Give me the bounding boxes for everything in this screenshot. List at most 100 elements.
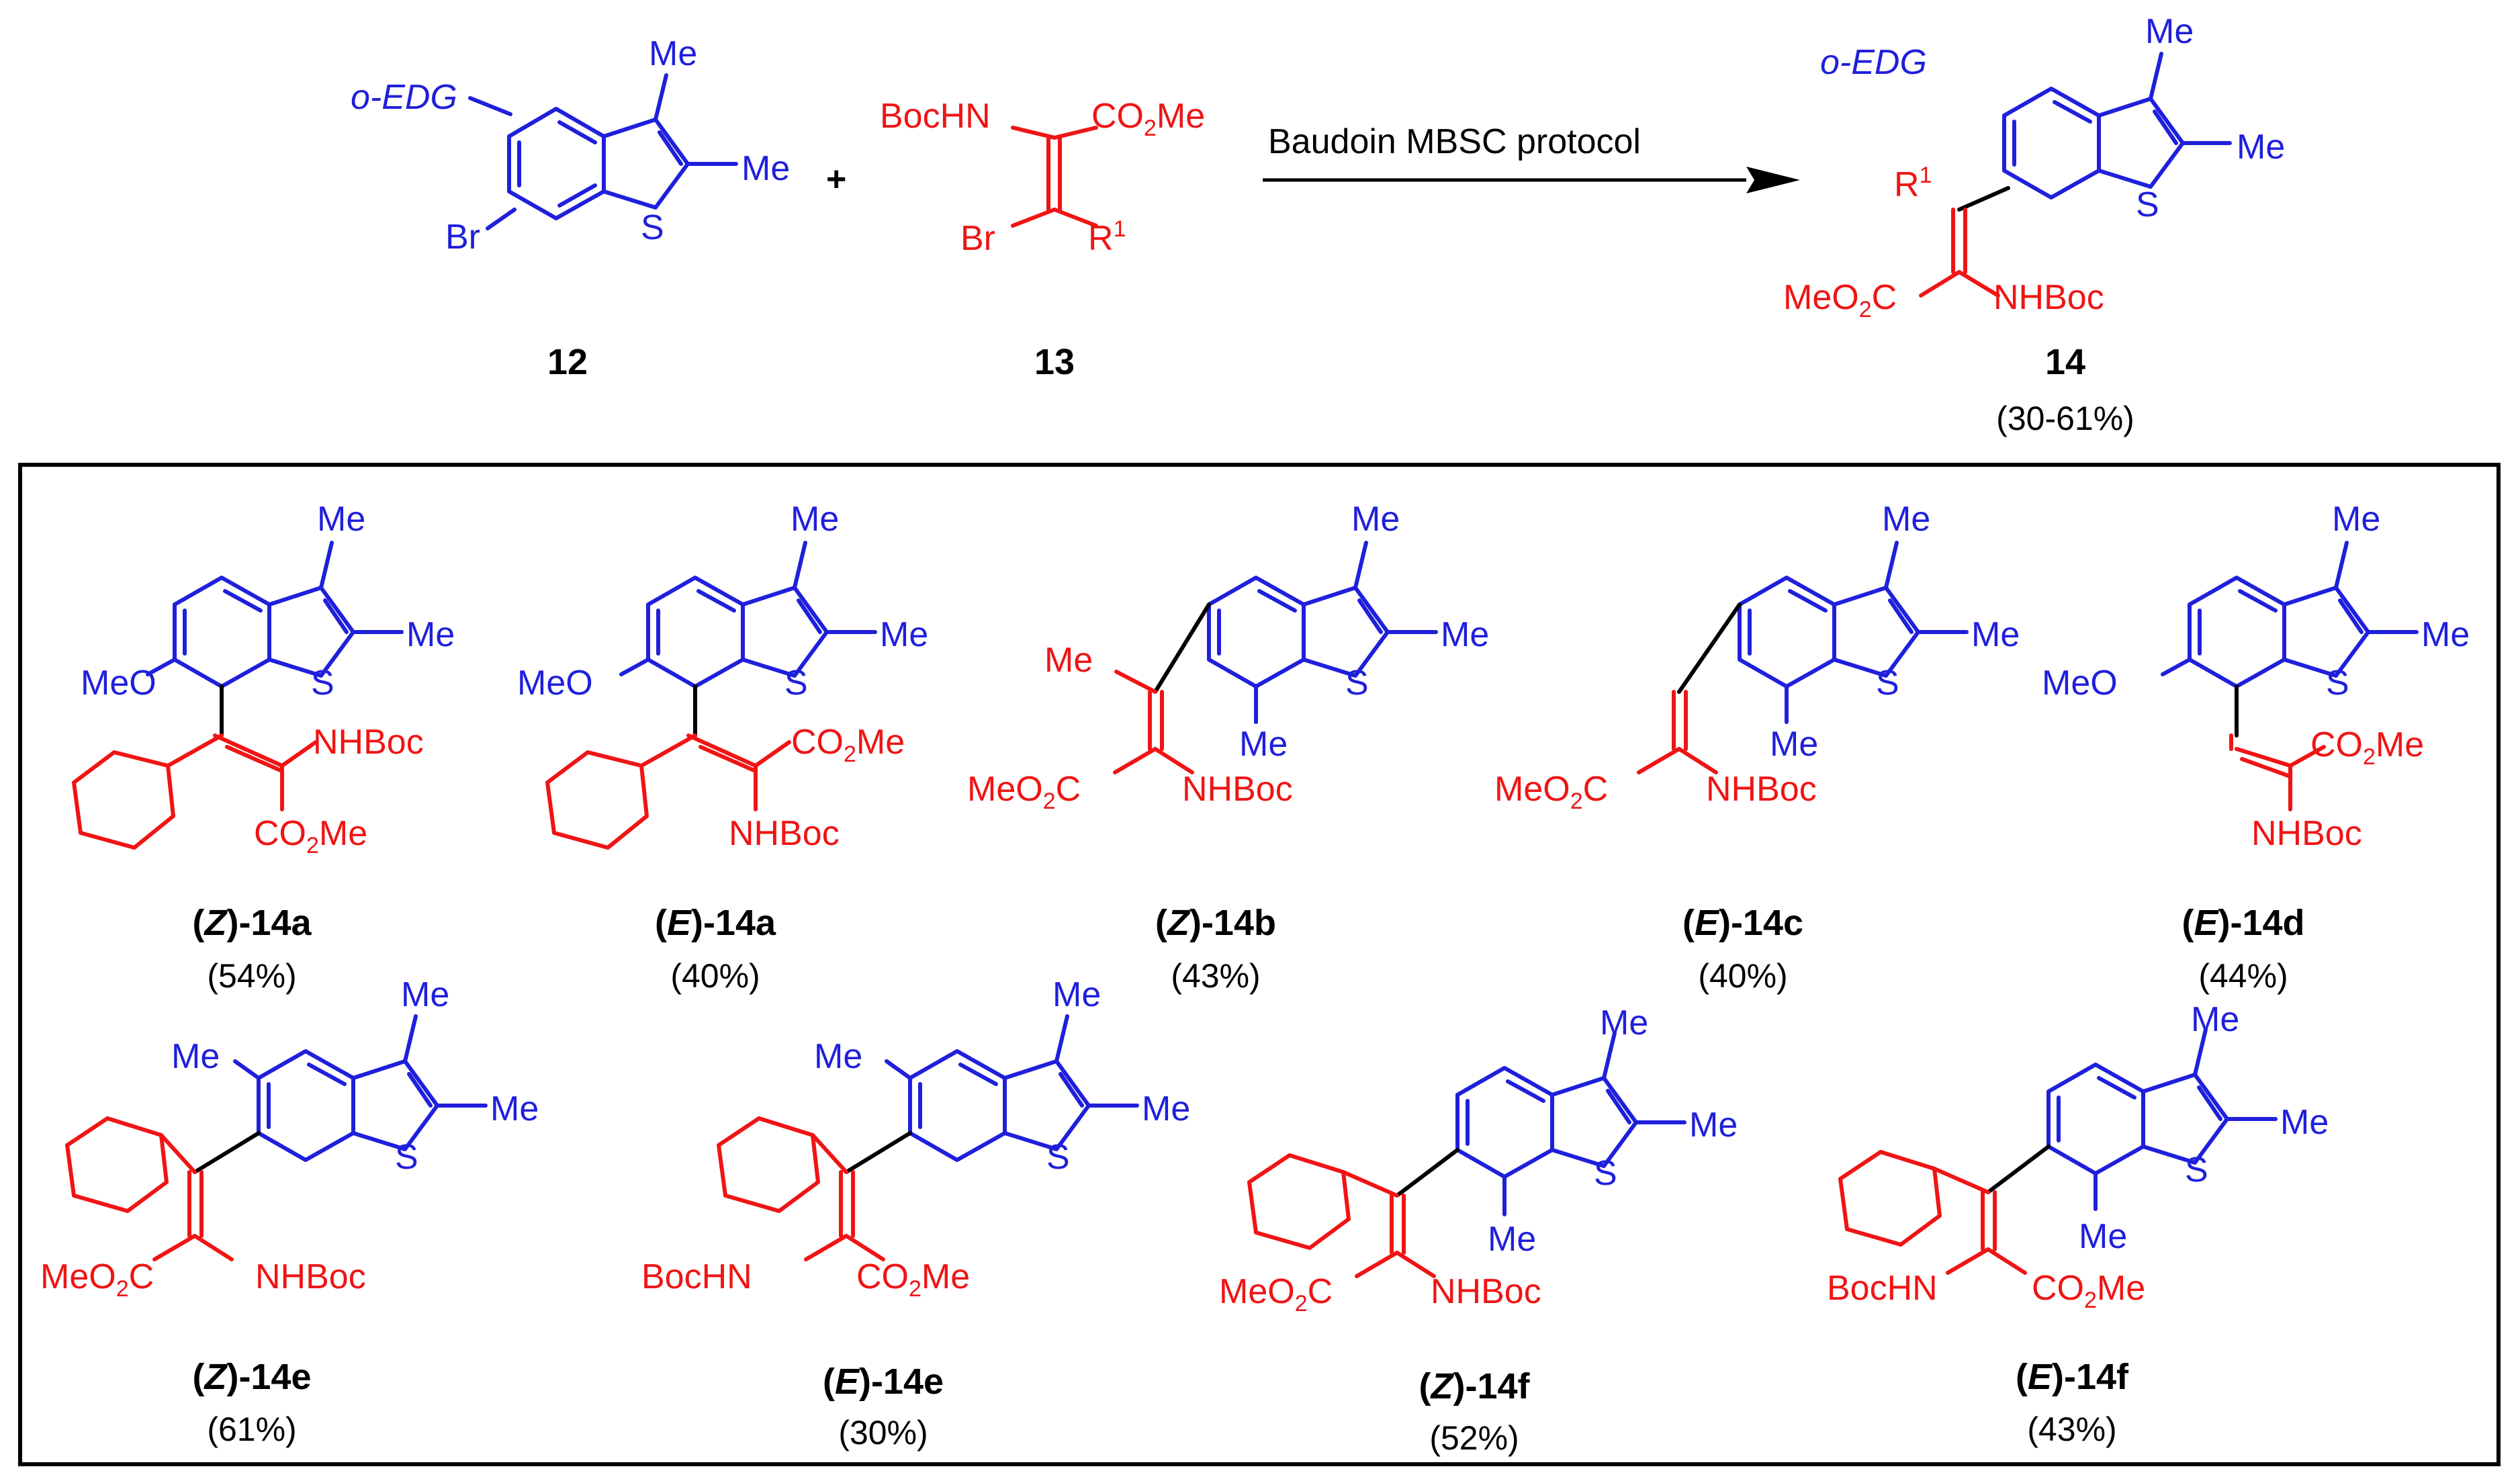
co2me-label: CO2Me: [791, 723, 905, 767]
svg-text:Me: Me: [2191, 1000, 2239, 1039]
co2me-label: CO2Me: [856, 1257, 970, 1302]
svg-text:(40%): (40%): [1698, 957, 1787, 995]
product-label: (Z)-14e: [192, 1357, 311, 1397]
meo2c-label: MeO2C: [1783, 278, 1897, 322]
svg-text:Me: Me: [1044, 641, 1093, 680]
svg-text:S: S: [1345, 664, 1369, 703]
structure-e-14a: [545, 541, 877, 850]
reaction-arrow: [1263, 167, 1800, 193]
svg-text:(43%): (43%): [2027, 1411, 2116, 1448]
product-label: (Z)-14f: [1419, 1366, 1531, 1406]
svg-text:Me: Me: [814, 1037, 862, 1076]
svg-text:S: S: [395, 1138, 418, 1177]
svg-text:NHBoc: NHBoc: [1182, 770, 1293, 809]
co2me-label: CO2Me: [2310, 725, 2424, 770]
svg-text:(30%): (30%): [838, 1414, 928, 1451]
svg-text:NHBoc: NHBoc: [1993, 278, 2104, 317]
structure-z-14a: [72, 541, 404, 850]
r1-label: R1: [1088, 216, 1126, 258]
svg-text:S: S: [311, 664, 334, 703]
svg-text:BocHN: BocHN: [880, 97, 991, 136]
structure-e-14f: [1838, 1028, 2278, 1275]
svg-text:o-EDG: o-EDG: [1820, 43, 1927, 82]
svg-text:Me: Me: [1770, 725, 1818, 764]
products-frame: [18, 463, 2501, 1466]
compound-labels: (Z)-14a (54%) (E)-14a (40%) (Z)-14b (43%…: [192, 903, 2304, 1457]
svg-text:Me: Me: [1239, 725, 1288, 764]
svg-text:BocHN: BocHN: [641, 1257, 752, 1296]
svg-text:Me: Me: [406, 615, 455, 654]
svg-text:S: S: [1876, 664, 1899, 703]
svg-text:Me: Me: [317, 500, 365, 539]
svg-text:(40%): (40%): [670, 957, 760, 995]
svg-text:S: S: [784, 664, 808, 703]
arrow-label: Baudoin MBSC protocol: [1268, 122, 1641, 161]
svg-text:Me: Me: [1971, 615, 2020, 654]
svg-text:S: S: [2136, 185, 2159, 224]
structure-z-14f: [1247, 1031, 1686, 1278]
svg-text:Me: Me: [1441, 615, 1489, 654]
svg-text:Me: Me: [1052, 975, 1101, 1014]
svg-text:o-EDG: o-EDG: [351, 78, 457, 117]
svg-text:Me: Me: [2421, 615, 2470, 654]
co2me-label: CO2Me: [254, 814, 367, 858]
structure-e-14c: [1637, 541, 1969, 774]
reactant-13: BocHN CO2Me Br R1: [880, 97, 1205, 258]
svg-text:Me: Me: [2079, 1217, 2127, 1256]
svg-text:MeO: MeO: [517, 664, 593, 703]
product-label: (E)-14d: [2181, 903, 2304, 943]
svg-text:NHBoc: NHBoc: [729, 814, 840, 853]
text-e-14f: Me Me S Me BocHN CO2Me: [1827, 1000, 2329, 1313]
svg-text:NHBoc: NHBoc: [255, 1257, 366, 1296]
svg-text:(52%): (52%): [1429, 1419, 1519, 1457]
text-z-14a: Me Me S MeO NHBoc CO2Me: [81, 500, 455, 858]
svg-text:S: S: [641, 208, 664, 247]
product-label: (E)-14e: [823, 1361, 944, 1402]
text-e-14c: Me Me S Me MeO2C NHBoc: [1494, 500, 2020, 814]
svg-text:(44%): (44%): [2198, 957, 2288, 995]
svg-text:Me: Me: [2332, 500, 2380, 539]
svg-text:Me: Me: [1142, 1089, 1190, 1128]
text-z-14f: Me Me S Me MeO2C NHBoc: [1219, 1003, 1738, 1316]
product-label: (E)-14c: [1682, 903, 1803, 943]
svg-text:MeO: MeO: [2042, 664, 2118, 703]
svg-text:Me: Me: [490, 1089, 539, 1128]
structure-z-14b: [1113, 541, 1438, 774]
reactant-12-label: 12: [547, 342, 588, 382]
meo2c-label: MeO2C: [1494, 770, 1608, 814]
svg-text:Me: Me: [880, 615, 928, 654]
svg-text:NHBoc: NHBoc: [2251, 814, 2362, 853]
svg-text:NHBoc: NHBoc: [313, 723, 424, 762]
product-label: (Z)-14a: [192, 903, 312, 943]
product-14-label: 14: [2045, 342, 2085, 382]
svg-text:BocHN: BocHN: [1827, 1269, 1938, 1308]
svg-text:Br: Br: [445, 218, 480, 257]
svg-text:(54%): (54%): [207, 957, 296, 995]
svg-text:S: S: [2185, 1151, 2208, 1190]
svg-text:Me: Me: [1882, 500, 1930, 539]
svg-text:Me: Me: [1600, 1003, 1648, 1042]
text-z-14b: Me Me S Me Me MeO2C NHBoc: [967, 500, 1489, 814]
svg-text:Me: Me: [171, 1037, 220, 1076]
text-e-14a: Me Me S MeO CO2Me NHBoc: [517, 500, 928, 853]
svg-text:S: S: [2326, 664, 2349, 703]
text-z-14e: Me Me S Me MeO2C NHBoc: [40, 975, 539, 1302]
svg-text:Me: Me: [791, 500, 839, 539]
svg-text:Br: Br: [960, 219, 995, 258]
svg-text:NHBoc: NHBoc: [1431, 1272, 1541, 1311]
svg-text:Me: Me: [401, 975, 449, 1014]
product-14: o-EDG Me Me S R1 MeO2C NHBoc: [1783, 12, 2285, 322]
product-label: (Z)-14b: [1155, 903, 1276, 943]
svg-text:NHBoc: NHBoc: [1706, 770, 1817, 809]
reactant-13-label: 13: [1034, 342, 1075, 382]
svg-text:S: S: [1594, 1154, 1617, 1193]
co2me-label: CO2Me: [1091, 97, 1205, 141]
structure-e-14e: [717, 1014, 1139, 1261]
structure-e-14d: [2161, 541, 2419, 811]
product-label: (E)-14a: [655, 903, 776, 943]
meo2c-label: MeO2C: [1219, 1272, 1333, 1316]
svg-text:Me: Me: [649, 34, 697, 73]
svg-text:S: S: [1046, 1138, 1070, 1177]
product-label: (E)-14f: [2016, 1357, 2129, 1397]
